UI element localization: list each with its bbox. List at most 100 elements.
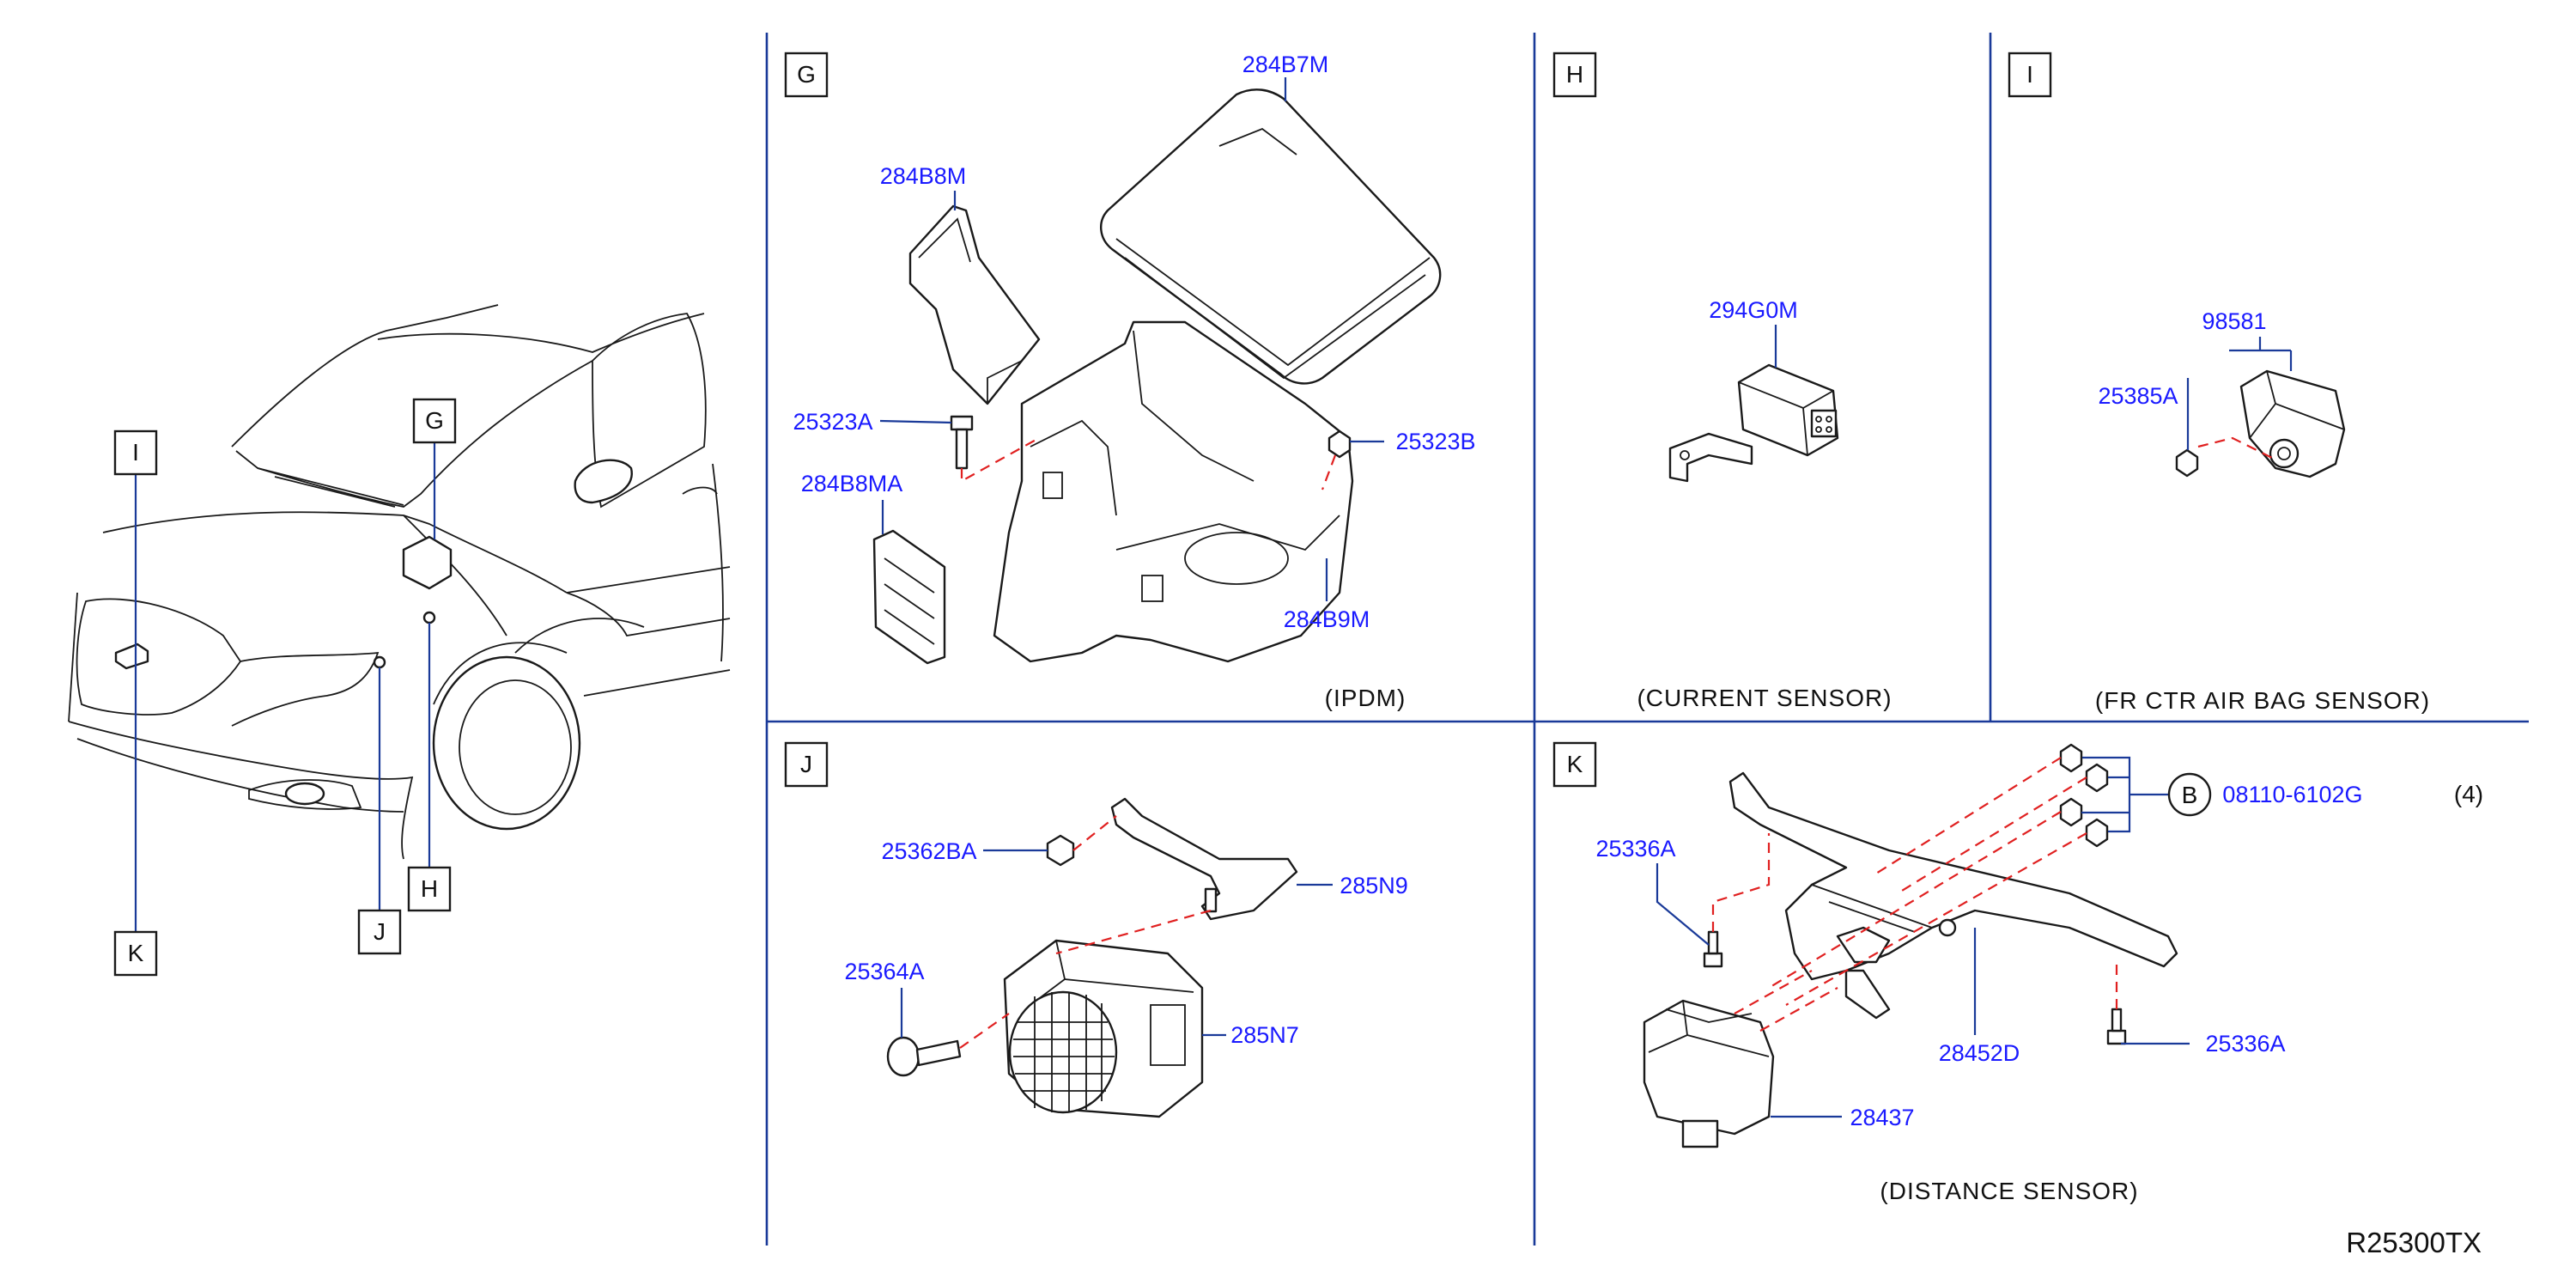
main-bracket-stud [1938, 918, 1957, 937]
part-25323a: 25323A [793, 409, 872, 435]
overview-leaders [134, 442, 436, 932]
headlamp [231, 651, 380, 727]
ipdm-upper-cover [1100, 88, 1442, 385]
ipdm-lower-case [993, 320, 1354, 663]
connector-pin [1826, 416, 1832, 423]
vehicle-overview [68, 304, 731, 860]
dashed-25362ba [1072, 815, 1117, 851]
dashed-25336a-left [1711, 833, 1771, 932]
dashed-bolt-1 [1871, 757, 2062, 877]
part-294g0m: 294G0M [1709, 297, 1798, 323]
fender-line [566, 592, 731, 636]
vehicle-roof-line [377, 313, 705, 353]
bolt-b-2 [2085, 763, 2109, 793]
panel-k: K B [1552, 741, 2483, 1204]
nut-25385a [2175, 448, 2199, 478]
bolt-b-4 [2085, 818, 2109, 848]
air-bag-sensor-mount-hole [2277, 447, 2291, 460]
door-line [712, 463, 724, 662]
part-98581: 98581 [2202, 308, 2266, 334]
part-285n7: 285N7 [1230, 1022, 1299, 1048]
bolt-b-1 [2059, 743, 2083, 773]
dashed-25364a [959, 1013, 1010, 1049]
fog-lamp-bezel [248, 779, 362, 810]
connector-pin [1815, 416, 1822, 423]
front-rim [459, 679, 572, 815]
ipdm-cover-edge [1115, 238, 1431, 367]
distance-sensor-connector [1681, 1119, 1719, 1148]
bolt-25323a-head [950, 415, 974, 431]
panel-h-letter: H [1566, 61, 1583, 88]
bolt-b-3 [2059, 797, 2083, 827]
panel-h: H 294G0M (CURRENT SENSOR) [1552, 52, 1892, 711]
front-grille [76, 598, 242, 716]
callout-box-j [357, 909, 402, 955]
callout-k: K [128, 940, 144, 966]
bolt-25336a-left-head [1703, 952, 1723, 968]
bolt-25323a-shank [955, 428, 969, 470]
ipdm-case-tab [1042, 472, 1063, 499]
air-bag-sensor-edges [2249, 370, 2345, 439]
radar-sensor-grid [1013, 992, 1115, 1112]
callout-j: J [374, 918, 386, 945]
main-bracket-tab [1844, 969, 1891, 1020]
front-bumper [68, 721, 414, 860]
leader-98581 [2229, 337, 2293, 371]
ipdm-case-tab-2 [1141, 575, 1163, 602]
panel-k-letter-box [1552, 741, 1597, 788]
panel-i-caption: (FR CTR AIR BAG SENSOR) [2095, 687, 2430, 714]
distance-sensor-bracket [1110, 797, 1298, 921]
hood-leading-edge [102, 511, 568, 594]
panel-j: J 25362BA 285N9 25364A 285N7 [784, 741, 1408, 1118]
hood-fold [403, 515, 507, 636]
part-284b8m: 284B8M [880, 163, 967, 189]
callout-i: I [132, 439, 139, 466]
part-28452d: 28452D [1939, 1040, 2020, 1066]
dashed-bolt-2 [1897, 777, 2087, 894]
side-mirror [574, 459, 633, 504]
leader-25323a [879, 419, 952, 424]
dashed-25385a [2197, 436, 2276, 460]
current-sensor-terminal [1668, 432, 1753, 483]
bolt-quantity: (4) [2454, 781, 2483, 807]
wheel-arch-top [514, 618, 645, 654]
panel-k-caption: (DISTANCE SENSOR) [1880, 1178, 2138, 1204]
dashed-25323a [960, 437, 1040, 483]
screw-25364a-shank [915, 1039, 962, 1067]
current-sensor-connector [1810, 409, 1838, 438]
panel-i-letter-box [2008, 52, 2052, 98]
ipdm-cover-edge-2 [1124, 257, 1426, 380]
panel-i-letter: I [2026, 61, 2033, 88]
part-08110-6102g: 08110-6102G [2222, 782, 2362, 807]
panel-g-letter-box [784, 52, 829, 98]
windshield-outline [235, 360, 593, 508]
leader-25336a-left [1656, 863, 1710, 946]
part-25364a: 25364A [844, 959, 924, 984]
panel-k-letter: K [1567, 751, 1583, 777]
vehicle-outline [231, 304, 499, 448]
part-25323b: 25323B [1395, 429, 1475, 454]
current-sensor-edges [1738, 381, 1834, 456]
ipdm-case-inner [1133, 330, 1255, 482]
panel-dividers [765, 33, 2529, 1246]
fog-lamp [284, 782, 325, 806]
bolt-25336a-left-shank [1707, 930, 1719, 955]
part-25336a-left: 25336A [1595, 836, 1675, 862]
callout-box-k [113, 930, 158, 977]
diagram-id: R25300TX [2346, 1227, 2482, 1258]
radar-sensor-face [1008, 990, 1118, 1114]
grille-edge [68, 592, 78, 722]
connector-pin [1815, 426, 1822, 433]
terminal-hole [1680, 450, 1690, 460]
panel-h-caption: (CURRENT SENSOR) [1637, 685, 1892, 711]
callout-box-h [407, 866, 452, 912]
air-bag-sensor-location [114, 643, 149, 670]
part-25336a-right: 25336A [2205, 1031, 2285, 1057]
bracket-stud [1204, 887, 1218, 913]
wheel-arch [433, 642, 568, 705]
panel-i: I 98581 25385A (FR CTR AIR BAG SENSOR) [2008, 52, 2430, 714]
panel-g: G 284B7M [784, 52, 1476, 711]
screw-25364a-head [886, 1036, 920, 1077]
body-sill [583, 669, 731, 697]
